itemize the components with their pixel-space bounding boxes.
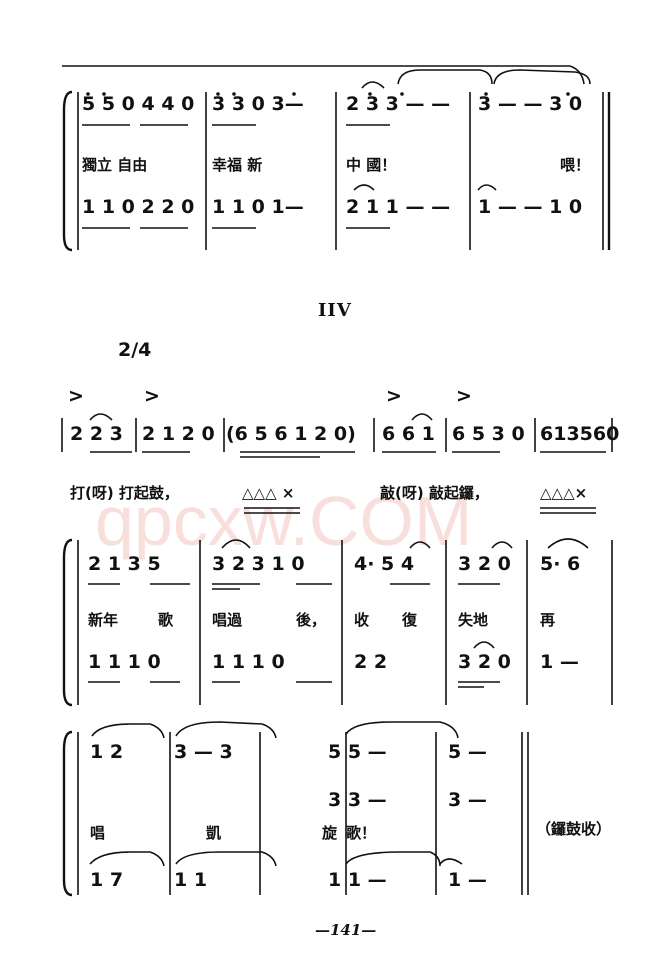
melody-mid-4-1: 3 3 — (328, 789, 387, 811)
lyric-4-1: 唱 (90, 824, 105, 842)
time-signature: 2/4 (118, 339, 151, 361)
lyric-2-4: △△△× (540, 484, 587, 502)
bass-3-4: 3 2 0 (458, 651, 511, 673)
melody-measure-4: 3 — — 3 0 (478, 93, 582, 115)
bass-4-2: 1 1 (174, 869, 207, 891)
octave-dots (86, 92, 570, 96)
lyric-2-1: 打(呀) 打起鼓， (70, 484, 179, 502)
bass-4-1: 1 7 (90, 869, 123, 891)
melody-2-3: (6 5 6 1 2 0) (226, 423, 356, 445)
melody-measure-2: 3 3 0 3— (212, 93, 304, 115)
melody-mid-4-2: 3 — (448, 789, 487, 811)
lyric-4-4: 歌！ (346, 824, 376, 842)
lyric-1: 獨立 自由 (81, 156, 147, 174)
melody-2-4: 6 6 1 (382, 423, 435, 445)
lyric-3-5: 收 (354, 611, 369, 629)
melody-measure-1: 5 5 0 4 4 0 (82, 93, 194, 115)
svg-text:>: > (68, 385, 84, 407)
bass-measure-3: 2 1 1 — — (346, 196, 450, 218)
melody-3-3: 4· 5 4 (354, 553, 414, 575)
system-brace (62, 90, 73, 252)
melody-4-4: 5 — (448, 741, 487, 763)
bass-4-3: 1 1 — (328, 869, 387, 891)
bass-3-5: 1 — (540, 651, 579, 673)
bass-measure-4: 1 — — 1 0 (478, 196, 582, 218)
lyric-3-4: 後， (295, 611, 326, 629)
bass-3-2: 1 1 1 0 (212, 651, 285, 673)
lyric-3-3: 唱過 (212, 611, 243, 629)
melody-2-2: 2 1 2 0 (142, 423, 215, 445)
lyric-3-6: 復 (401, 611, 418, 629)
lyric-4: 喂！ (560, 156, 590, 174)
ending-note: （鑼鼓收） (536, 820, 611, 838)
melody-4-2: 3 — 3 (174, 741, 233, 763)
lyric-3-8: 再 (540, 611, 555, 629)
svg-text:>: > (386, 385, 402, 407)
melody-3-4: 3 2 0 (458, 553, 511, 575)
bass-3-1: 1 1 1 0 (88, 651, 161, 673)
lyric-2-3: 敲(呀) 敲起鑼， (380, 484, 489, 502)
system-2: > > > > 2 2 3 2 1 2 0 (6 5 6 1 2 0) 6 6 … (61, 385, 619, 514)
lyric-3-1: 新年 (88, 611, 118, 629)
bass-3-3: 2 2 (354, 651, 387, 673)
melody-2-5: 6 5 3 0 (452, 423, 525, 445)
lyric-3-7: 失地 (458, 611, 488, 629)
melody-4-3: 5 5 — (328, 741, 387, 763)
section-marker: IIV (318, 300, 352, 321)
melody-3-2: 3 2 3 1 0 (212, 553, 305, 575)
page-number: —141— (315, 921, 376, 939)
system-4: 1 2 3 — 3 5 5 — 5 — 3 3 — 3 — 唱 凱 旋 歌！ （… (62, 721, 611, 897)
system-1: 5 5 0 4 4 0 3 3 0 3— 2 3 3 — — 3 — — 3 0… (62, 65, 611, 252)
lyric-3: 中 國！ (346, 156, 396, 174)
system-3: 2 1 3 5 3 2 3 1 0 4· 5 4 3 2 0 5· 6 新年 歌… (62, 538, 613, 707)
bass-measure-2: 1 1 0 1— (212, 196, 304, 218)
melody-2-1: 2 2 3 (70, 423, 123, 445)
melody-measure-3: 2 3 3 — — (346, 93, 450, 115)
watermark: qpcxw.COM (95, 482, 472, 560)
bass-4-4: 1 — (448, 869, 487, 891)
lyric-4-2: 凱 (206, 824, 221, 842)
svg-text:>: > (144, 385, 160, 407)
lyric-3-2: 歌 (158, 611, 174, 629)
lyric-2-2: △△△ × (242, 484, 294, 502)
melody-3-5: 5· 6 (540, 553, 580, 575)
lyric-4-3: 旋 (321, 824, 338, 842)
lyric-2: 幸福 新 (212, 156, 262, 174)
melody-2-6: 613560 (540, 423, 619, 445)
melody-3-1: 2 1 3 5 (88, 553, 161, 575)
melody-4-1: 1 2 (90, 741, 123, 763)
bass-measure-1: 1 1 0 2 2 0 (82, 196, 194, 218)
svg-text:>: > (456, 385, 472, 407)
